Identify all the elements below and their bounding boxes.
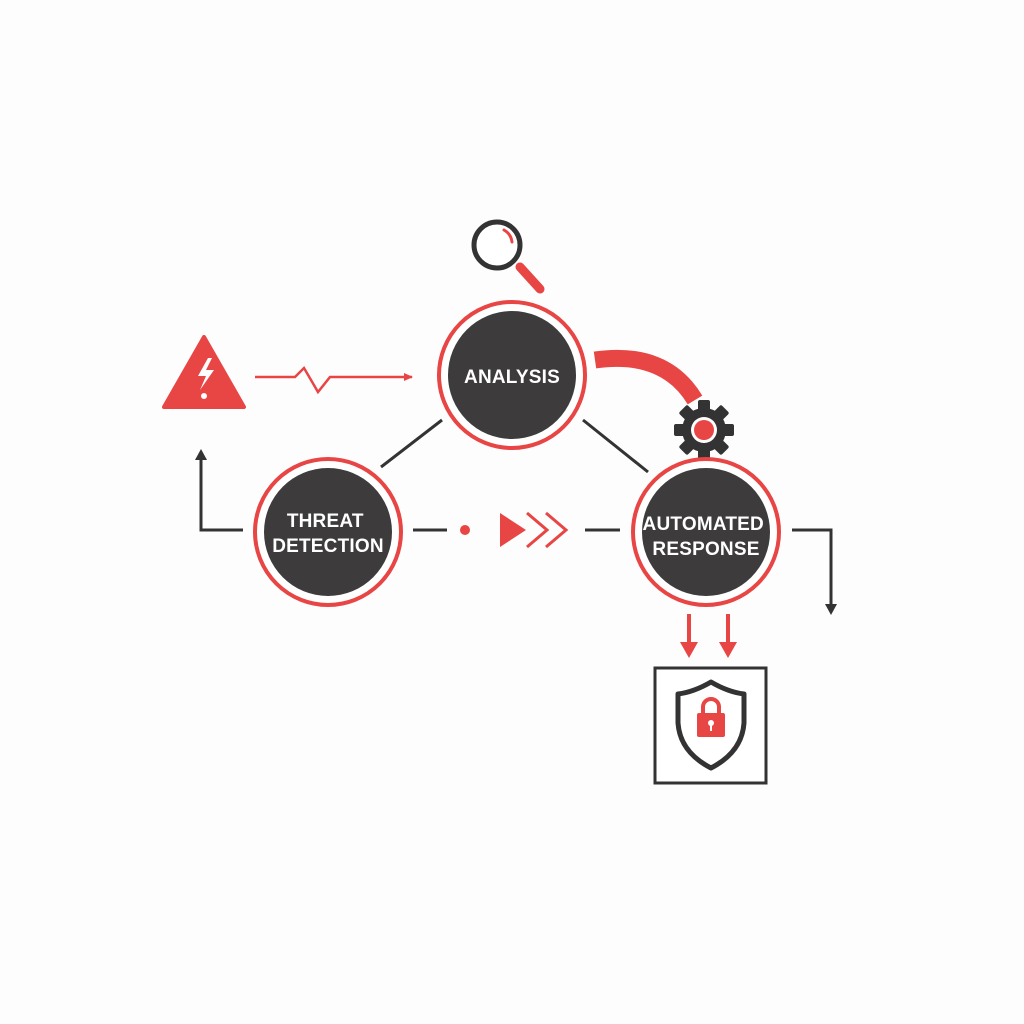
shield-lock-icon: [653, 666, 768, 785]
feedback-loop-line: [199, 458, 243, 532]
connectors: [199, 418, 833, 606]
node-threat-detection-label-line2: DETECTION: [272, 536, 384, 557]
magnifier-icon: [471, 219, 545, 294]
node-threat-detection-label-line1: THREAT: [287, 511, 364, 532]
response-down-arrows: [680, 614, 737, 658]
output-arrowhead: [825, 604, 837, 615]
flow-dot: [460, 525, 470, 535]
connector-detection-analysis: [380, 418, 443, 469]
node-automated-response-label-line1: AUTOMATED: [643, 514, 764, 535]
node-analysis: ANALYSIS: [437, 300, 587, 450]
node-analysis-label: ANALYSIS: [464, 367, 560, 388]
fast-forward-chevrons-icon: [500, 511, 569, 549]
svg-text:AUTOMATED RESPONSE: AUTOMATED RESPONSE: [643, 514, 770, 560]
svg-text:THREAT DETECTION: THREAT DETECTION: [272, 511, 384, 557]
node-automated-response-label-line2: RESPONSE: [652, 539, 759, 560]
signal-pulse-arrow: [255, 365, 413, 395]
output-line: [792, 528, 833, 606]
node-threat-detection: THREAT DETECTION: [253, 457, 403, 607]
connector-analysis-response: [582, 418, 649, 474]
feedback-arrowhead: [195, 449, 207, 460]
gear-icon: [674, 400, 734, 460]
node-automated-response: AUTOMATED RESPONSE: [631, 457, 781, 607]
svg-text:ANALYSIS: ANALYSIS: [464, 367, 560, 388]
warning-triangle-icon: [162, 335, 246, 409]
analysis-to-response-arc: [593, 349, 703, 405]
